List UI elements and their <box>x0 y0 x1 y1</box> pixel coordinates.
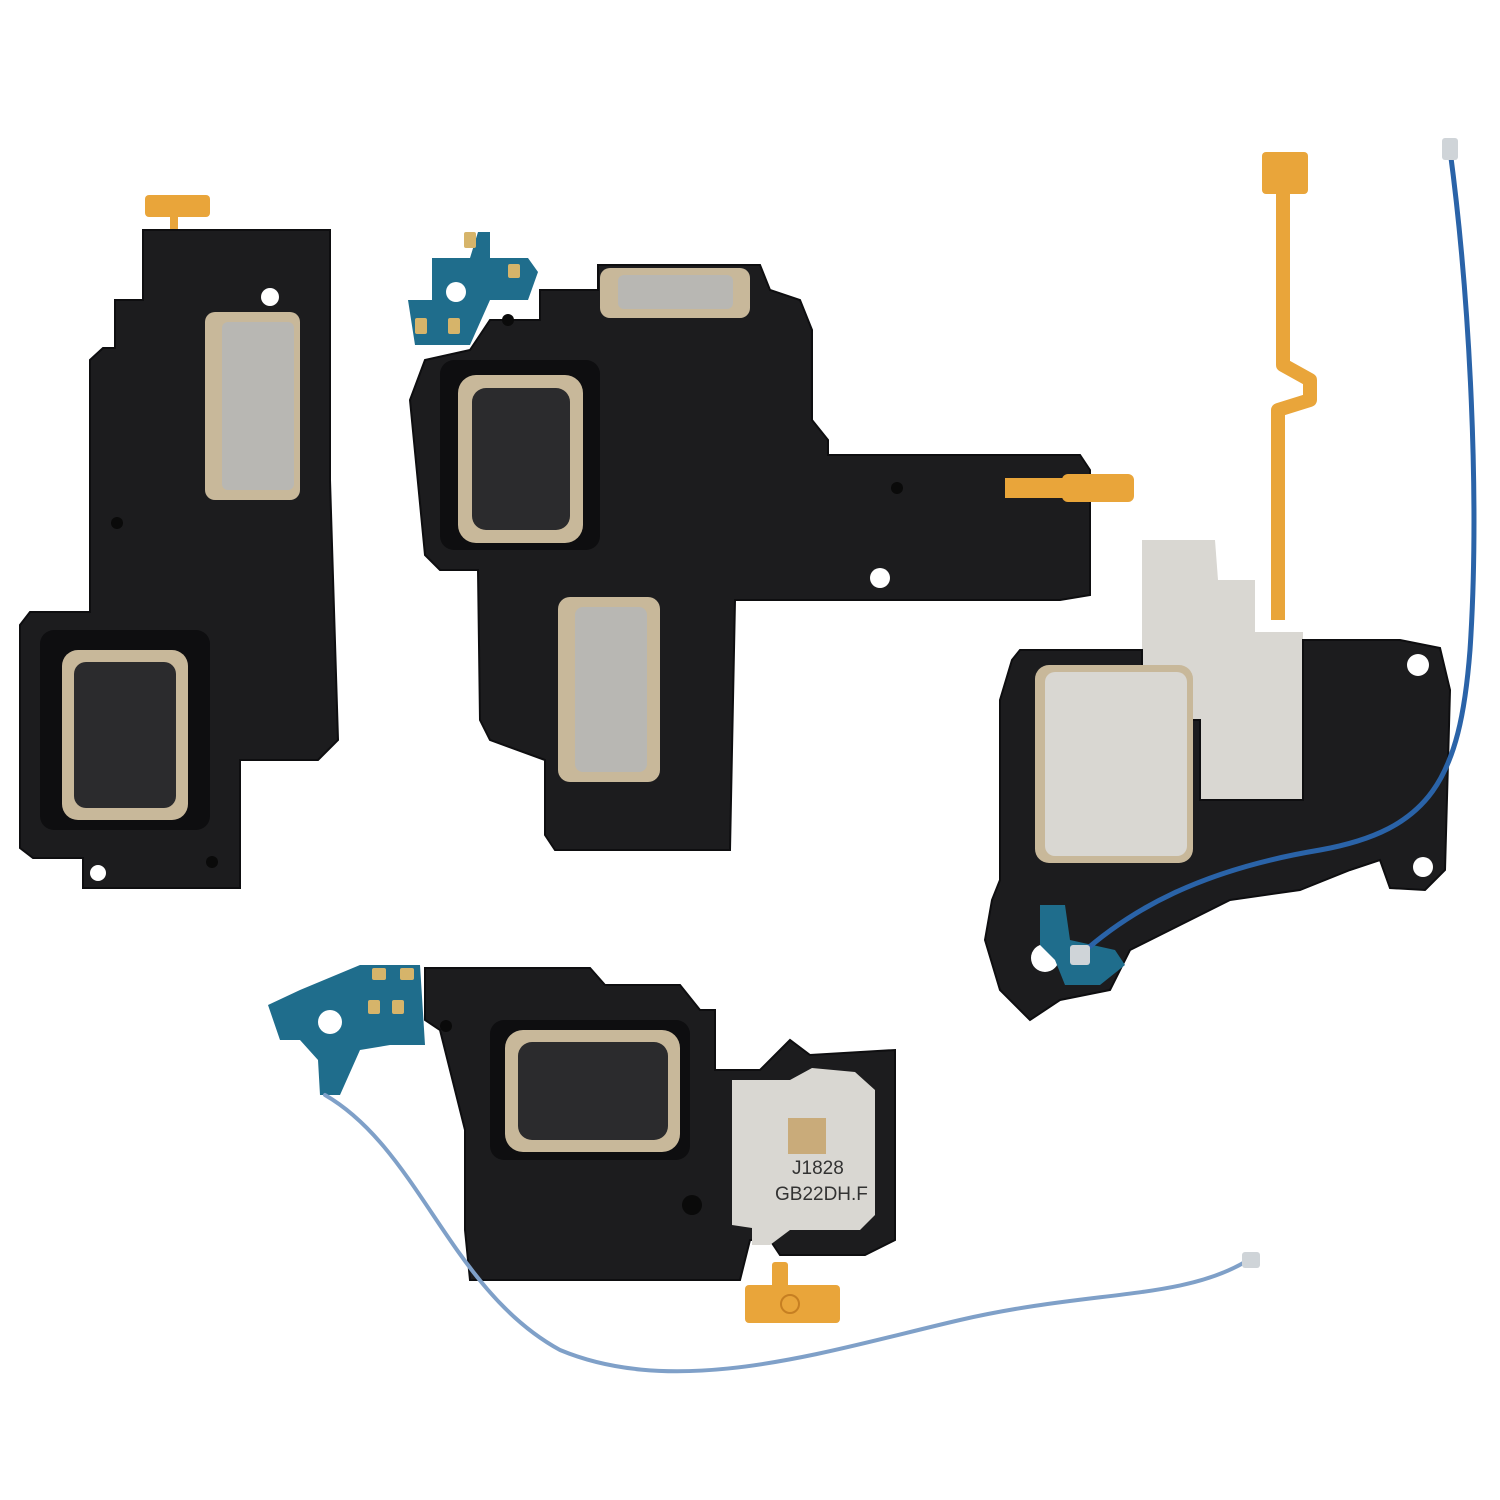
pcb-contact <box>400 968 414 980</box>
driver-cone <box>518 1042 668 1140</box>
speaker-mesh-inner <box>1045 672 1187 856</box>
pcb-contact <box>508 264 520 278</box>
flex-pad <box>745 1285 840 1323</box>
coax-cable <box>1077 147 1477 958</box>
flex-connector <box>772 1262 788 1290</box>
batch-label: J1828 <box>792 1158 844 1179</box>
flex-pad <box>1062 474 1134 502</box>
pcb-contact <box>392 1000 404 1014</box>
pcb-hole <box>318 1010 342 1034</box>
speaker-mesh-inner <box>222 322 294 490</box>
driver-cone <box>74 662 176 808</box>
pcb-contact <box>372 968 386 980</box>
mounting-hole <box>1407 654 1429 676</box>
speaker-top-middle <box>408 232 1134 851</box>
screw <box>502 314 514 326</box>
pcb-antenna <box>268 965 425 1095</box>
qr-code <box>788 1118 826 1154</box>
coax-connector <box>1442 138 1458 160</box>
speaker-right <box>983 138 1477 1022</box>
mounting-hole <box>90 865 106 881</box>
foil-cover <box>1142 540 1303 800</box>
mounting-hole <box>1413 857 1433 877</box>
mounting-hole <box>870 568 890 588</box>
screw <box>891 482 903 494</box>
screw <box>111 517 123 529</box>
pcb-contact <box>368 1000 380 1014</box>
flex-connector <box>1005 478 1075 498</box>
speaker-mesh-inner <box>618 275 733 309</box>
flex-cable <box>1271 180 1317 620</box>
coax-connector <box>1242 1252 1260 1268</box>
pcb-contact <box>415 318 427 334</box>
screw <box>206 856 218 868</box>
coax-cable <box>323 1093 1247 1374</box>
pcb-antenna <box>408 232 538 345</box>
speaker-mesh-inner <box>575 607 647 772</box>
screw <box>440 1020 452 1032</box>
pcb-contact <box>448 318 460 334</box>
flex-hole <box>780 1294 800 1314</box>
flex-pad <box>1262 152 1308 194</box>
pcb-contact <box>464 232 476 248</box>
driver-cone <box>472 388 570 530</box>
flex-pad <box>145 195 210 217</box>
speaker-bottom: J1828 GB22DH.F <box>268 965 1260 1374</box>
part-label: GB22DH.F <box>775 1184 868 1205</box>
speaker-top-left <box>19 195 340 889</box>
foil-cover <box>732 1068 875 1245</box>
coax-connector <box>1070 945 1090 965</box>
pcb-hole <box>446 282 466 302</box>
screw <box>682 1195 702 1215</box>
mounting-hole <box>261 288 279 306</box>
speaker-housing <box>408 264 1091 851</box>
